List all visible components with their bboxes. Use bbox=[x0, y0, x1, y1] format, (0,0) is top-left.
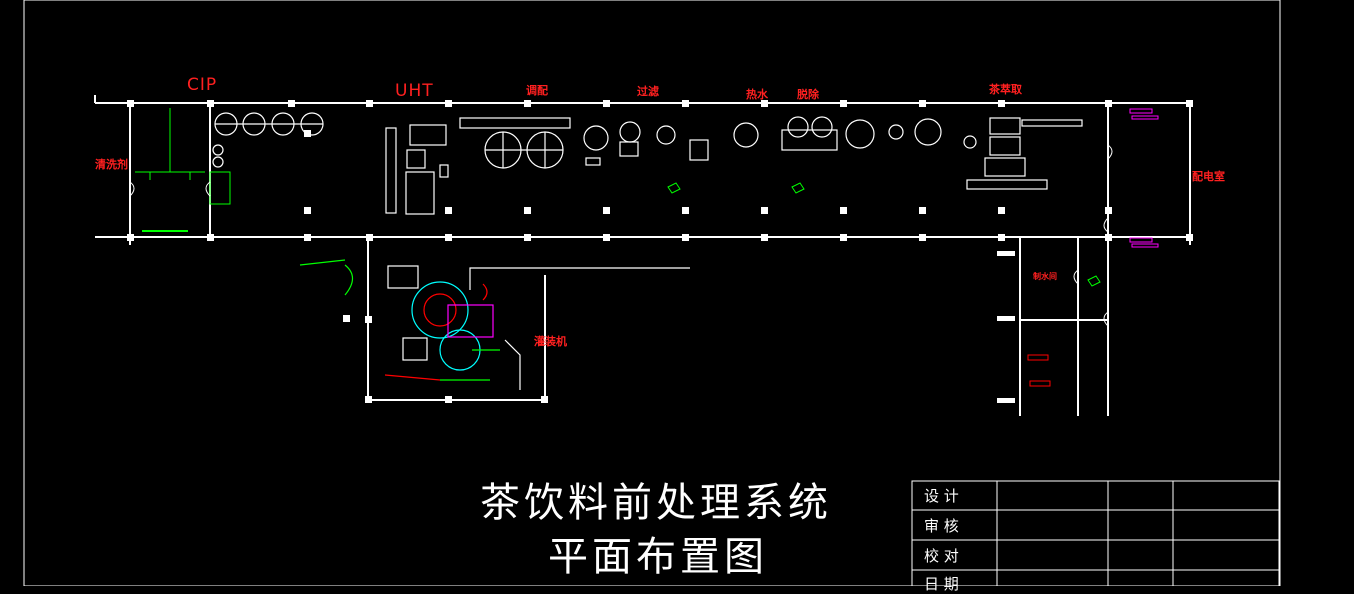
pump-symbols bbox=[667, 182, 1101, 287]
label-blending: 调配 bbox=[526, 84, 548, 97]
cip-area bbox=[129, 108, 231, 232]
annex-walls bbox=[997, 237, 1109, 416]
cip-tanks bbox=[212, 112, 324, 168]
label-cip: CIP bbox=[187, 75, 218, 95]
label-filler: 灌装机 bbox=[534, 335, 567, 348]
label-power-room: 配电室 bbox=[1192, 170, 1225, 183]
drawing-border bbox=[23, 0, 1281, 586]
title-block-grid bbox=[911, 480, 1280, 586]
label-cleaning: 清洗剂 bbox=[95, 158, 128, 171]
power-room bbox=[1103, 108, 1159, 248]
label-filtering: 过滤 bbox=[637, 85, 659, 98]
label-degassing: 脱除 bbox=[797, 88, 819, 101]
title-block-review: 审 核 bbox=[924, 517, 959, 535]
blending-tanks bbox=[459, 117, 571, 169]
title-block-date: 日 期 bbox=[924, 575, 959, 593]
label-small-room: 制水间 bbox=[1033, 272, 1057, 281]
drawing-title-line1: 茶饮料前处理系统 bbox=[480, 480, 832, 526]
filler-machine bbox=[299, 259, 690, 390]
column-markers bbox=[127, 100, 1193, 241]
annex-items bbox=[1027, 269, 1109, 387]
uht-equipment bbox=[385, 124, 449, 215]
filter-equipment bbox=[583, 121, 709, 166]
drawing-title-line2: 平面布置图 bbox=[548, 534, 768, 580]
main-hall-walls bbox=[94, 95, 1191, 245]
title-block-design: 设 计 bbox=[924, 487, 959, 505]
title-block-check: 校 对 bbox=[924, 547, 959, 565]
tea-extraction-equipment bbox=[963, 117, 1083, 190]
label-uht: UHT bbox=[395, 81, 434, 101]
label-hot-water: 热水 bbox=[746, 88, 768, 101]
filler-room-columns bbox=[343, 315, 548, 403]
degassing-equipment bbox=[733, 116, 942, 151]
label-tea-extract: 茶萃取 bbox=[989, 83, 1022, 96]
